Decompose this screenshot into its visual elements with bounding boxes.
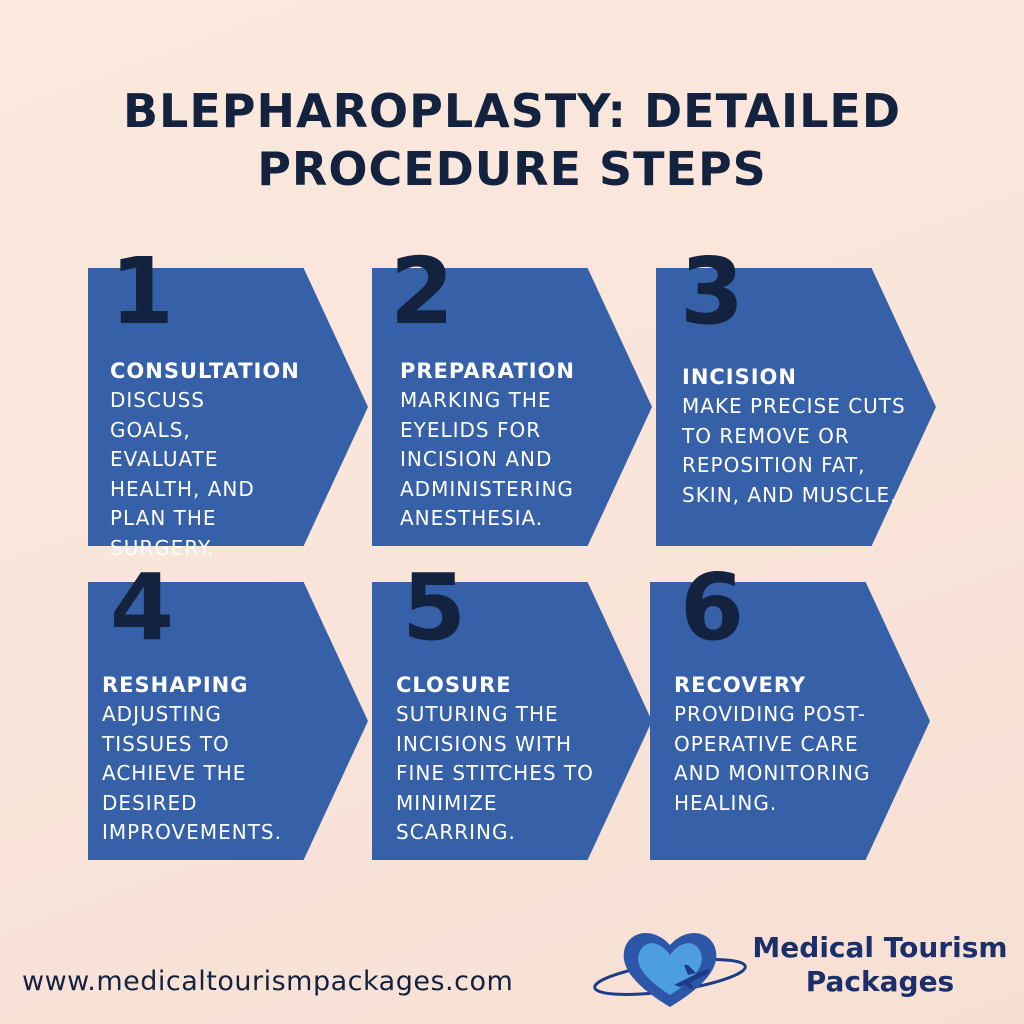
step-number: 5 bbox=[402, 554, 467, 661]
step-description: MARKING THE EYELIDS FOR INCISION AND ADM… bbox=[400, 388, 574, 530]
arrow-shape bbox=[88, 582, 368, 860]
arrow-shape bbox=[650, 582, 930, 860]
brand-line-2: Packages bbox=[805, 965, 955, 998]
step-text: RECOVERY PROVIDING POST-OPERATIVE CARE A… bbox=[674, 670, 889, 818]
step-text: CONSULTATION DISCUSS GOALS, EVALUATE HEA… bbox=[110, 356, 325, 563]
step-number: 1 bbox=[110, 238, 175, 345]
brand-logo[interactable]: Medical Tourism Packages bbox=[590, 925, 1010, 1015]
brand-name: Medical Tourism Packages bbox=[752, 931, 1008, 999]
step-text: RESHAPING ADJUSTING TISSUES TO ACHIEVE T… bbox=[102, 670, 317, 848]
step-card-incision: 3 INCISION MAKE PRECISE CUTS TO REMOVE O… bbox=[656, 238, 956, 546]
step-description: SUTURING THE INCISIONS WITH FINE STITCHE… bbox=[396, 702, 594, 844]
step-number: 4 bbox=[110, 554, 175, 661]
step-heading: CLOSURE bbox=[396, 673, 512, 697]
step-number: 6 bbox=[680, 554, 745, 661]
step-number: 2 bbox=[390, 238, 455, 345]
arrow-shape bbox=[372, 268, 652, 546]
step-text: CLOSURE SUTURING THE INCISIONS WITH FINE… bbox=[396, 670, 611, 848]
step-heading: RECOVERY bbox=[674, 673, 807, 697]
step-card-preparation: 2 PREPARATION MARKING THE EYELIDS FOR IN… bbox=[372, 238, 672, 546]
step-card-consultation: 1 CONSULTATION DISCUSS GOALS, EVALUATE H… bbox=[88, 238, 388, 560]
step-card-recovery: 6 RECOVERY PROVIDING POST-OPERATIVE CARE… bbox=[650, 554, 950, 860]
step-heading: RESHAPING bbox=[102, 673, 249, 697]
step-description: MAKE PRECISE CUTS TO REMOVE OR REPOSITIO… bbox=[682, 394, 906, 507]
step-text: INCISION MAKE PRECISE CUTS TO REMOVE OR … bbox=[682, 362, 905, 510]
arrow-shape bbox=[656, 268, 936, 546]
website-url[interactable]: www.medicaltourismpackages.com bbox=[22, 966, 514, 997]
step-card-reshaping: 4 RESHAPING ADJUSTING TISSUES TO ACHIEVE… bbox=[88, 554, 388, 860]
arrow-shape bbox=[372, 582, 652, 860]
step-heading: CONSULTATION bbox=[110, 359, 300, 383]
arrow-shape bbox=[88, 268, 368, 546]
brand-line-1: Medical Tourism bbox=[752, 931, 1008, 964]
heart-airplane-icon bbox=[593, 933, 747, 1007]
step-description: PROVIDING POST-OPERATIVE CARE AND MONITO… bbox=[674, 702, 871, 815]
step-heading: INCISION bbox=[682, 365, 797, 389]
step-text: PREPARATION MARKING THE EYELIDS FOR INCI… bbox=[400, 356, 615, 534]
page-title: BLEPHAROPLASTY: DETAILED PROCEDURE STEPS bbox=[122, 84, 902, 196]
step-card-closure: 5 CLOSURE SUTURING THE INCISIONS WITH FI… bbox=[372, 554, 672, 860]
step-description: DISCUSS GOALS, EVALUATE HEALTH, AND PLAN… bbox=[110, 388, 255, 560]
step-description: ADJUSTING TISSUES TO ACHIEVE THE DESIRED… bbox=[102, 702, 282, 844]
step-number: 3 bbox=[680, 238, 745, 345]
step-heading: PREPARATION bbox=[400, 359, 575, 383]
